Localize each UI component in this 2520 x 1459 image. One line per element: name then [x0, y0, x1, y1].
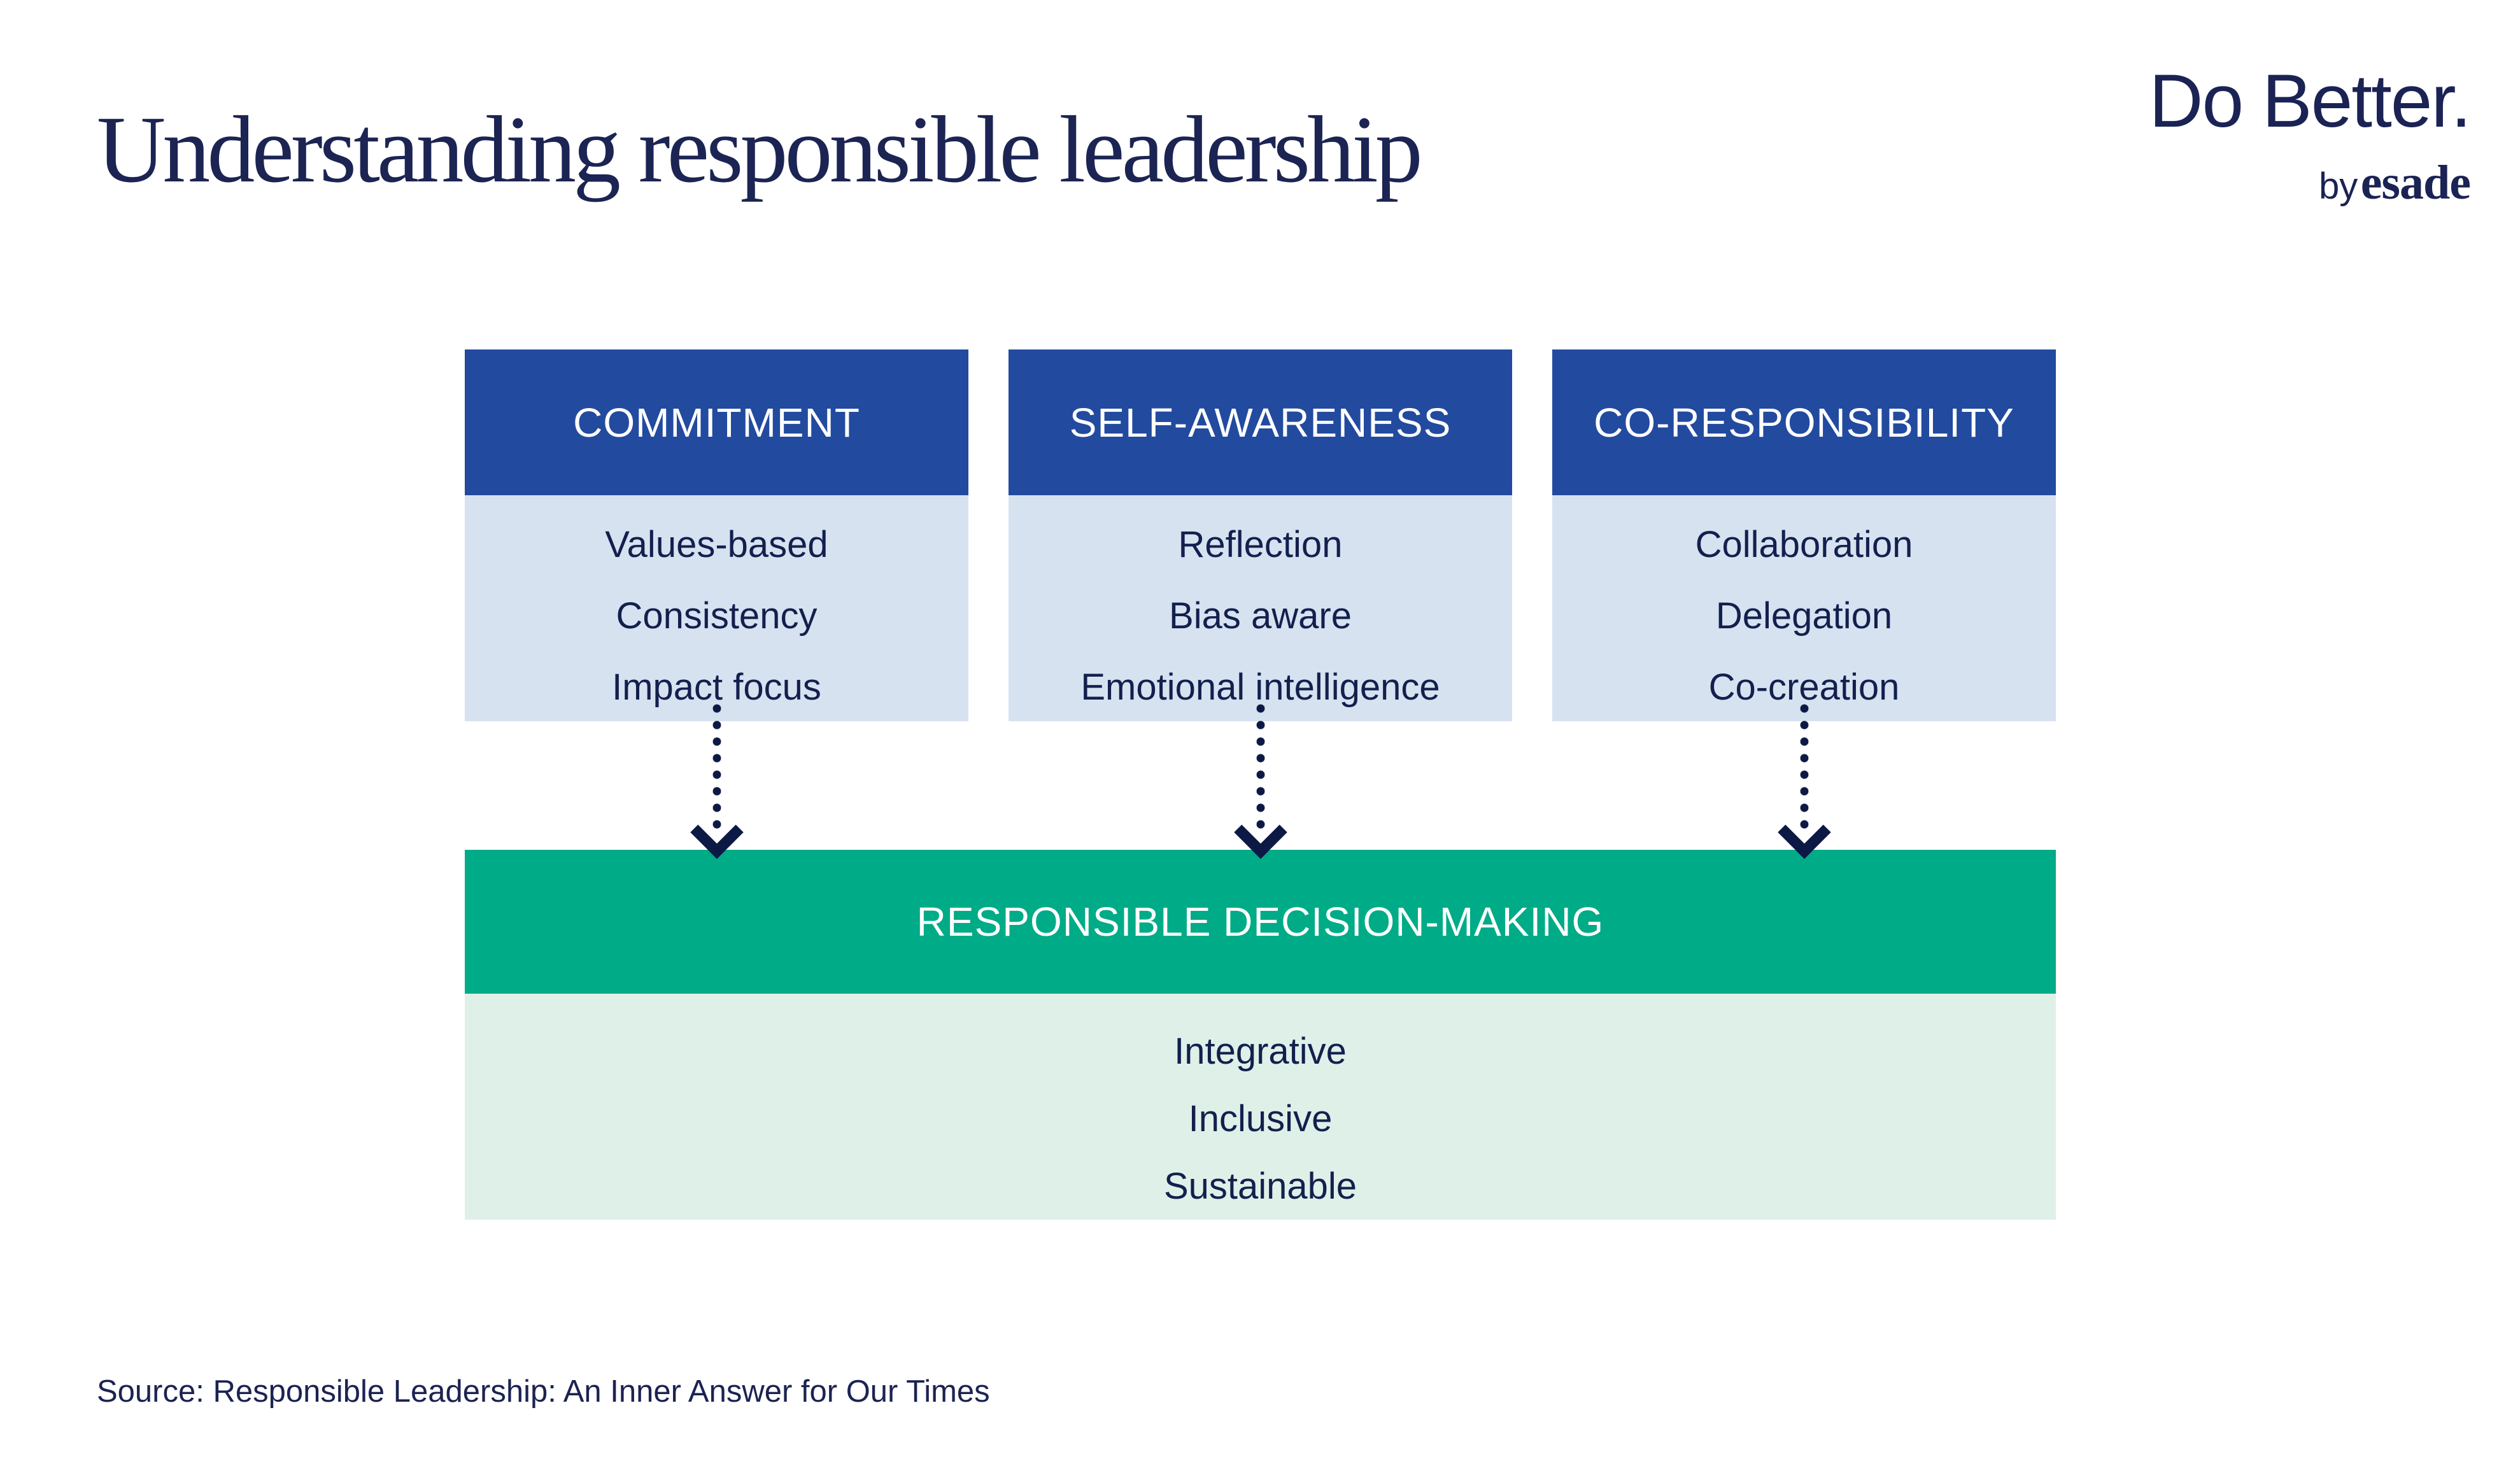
outcome-item: Sustainable	[1163, 1166, 1357, 1207]
page-title: Understanding responsible leadership	[97, 97, 1423, 202]
outcome-item: Inclusive	[1188, 1098, 1333, 1139]
source-note: Source: Responsible Leadership: An Inner…	[97, 1374, 990, 1409]
arrow-chevron-head	[690, 805, 744, 859]
brand-logo: Do Better. by esade	[2149, 59, 2472, 211]
pillar-items: Values-based Consistency Impact focus	[465, 495, 968, 721]
arrow-dotted-line	[712, 700, 721, 835]
pillar-title: CO-RESPONSIBILITY	[1552, 349, 2056, 495]
pillar-card-co-responsibility: CO-RESPONSIBILITY Collaboration Delegati…	[1552, 349, 2056, 721]
pillar-title: COMMITMENT	[465, 349, 968, 495]
pillar-item: Consistency	[616, 595, 818, 637]
outcome-title: RESPONSIBLE DECISION-MAKING	[916, 899, 1604, 945]
pillar-item: Bias aware	[1169, 595, 1352, 637]
arrow-chevron-head	[1234, 805, 1287, 859]
brand-byline: by esade	[2149, 155, 2471, 211]
pillar-item: Delegation	[1715, 595, 1893, 637]
pillar-item: Reflection	[1178, 524, 1343, 565]
outcome-banner: RESPONSIBLE DECISION-MAKING	[465, 850, 2056, 994]
dotted-arrow-down-icon	[1776, 700, 1833, 872]
pillar-card-self-awareness: SELF-AWARENESS Reflection Bias aware Emo…	[1009, 349, 1512, 721]
outcome-items: Integrative Inclusive Sustainable	[465, 994, 2056, 1220]
pillar-items: Collaboration Delegation Co-creation	[1552, 495, 2056, 721]
brand-wordmark: Do Better.	[2149, 59, 2472, 143]
arrow-dotted-line	[1800, 700, 1809, 835]
outcome-item: Integrative	[1174, 1031, 1347, 1072]
brand-byline-name: esade	[2360, 155, 2471, 209]
pillar-items: Reflection Bias aware Emotional intellig…	[1009, 495, 1512, 721]
pillar-title: SELF-AWARENESS	[1009, 349, 1512, 495]
brand-byline-prefix: by	[2318, 165, 2358, 207]
pillar-item: Values-based	[605, 524, 828, 565]
arrow-dotted-line	[1256, 700, 1265, 835]
pillar-card-commitment: COMMITMENT Values-based Consistency Impa…	[465, 349, 968, 721]
pillar-item: Collaboration	[1695, 524, 1913, 565]
dotted-arrow-down-icon	[688, 700, 746, 872]
arrow-chevron-head	[1778, 805, 1831, 859]
dotted-arrow-down-icon	[1232, 700, 1289, 872]
